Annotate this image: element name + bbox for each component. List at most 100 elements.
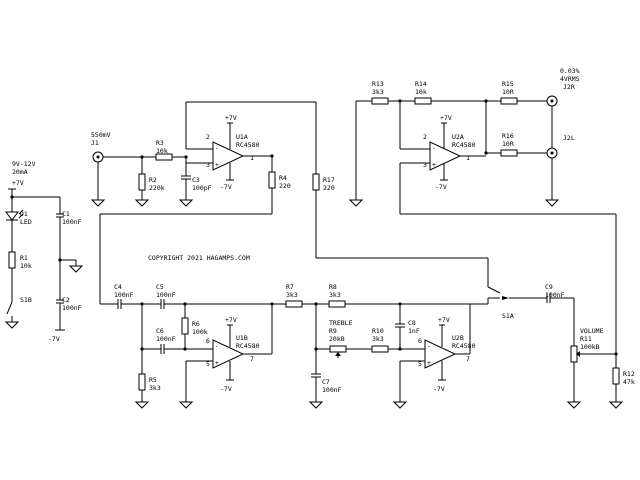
r9-value: 20kB	[329, 335, 345, 343]
r17-value: 220	[323, 184, 335, 192]
u1b-minus: -	[215, 342, 219, 350]
resistor-r16	[500, 149, 518, 157]
resistor-r7	[285, 300, 303, 308]
treble-label: TREBLE	[329, 319, 353, 327]
input-stage: 550mV J1 R2 220k R3 10k C3 100pF - + 2 3	[90, 101, 501, 304]
supply-current-label: 20mA	[12, 168, 28, 176]
u2a-pin-out: 1	[466, 154, 470, 162]
r13-ref: R13	[372, 80, 384, 88]
r15-value: 10R	[502, 88, 514, 96]
volume-label: VOLUME	[580, 327, 604, 335]
treble-stage-u2b: C7 100nF TREBLE R9 20kB R10 3k3 C8 1nF -…	[308, 214, 635, 409]
c6-ref: C6	[156, 327, 164, 335]
resistor-r17	[312, 173, 320, 191]
u2b-minus: -	[427, 342, 431, 350]
r12-ref: R12	[623, 370, 635, 378]
s1b-label: S1B	[20, 296, 32, 304]
u2a-plus: +	[432, 161, 436, 169]
c9-value: 100nF	[545, 291, 565, 299]
output-stage-u2a: R13 3k3 R14 10k - + 2 3 1 U2A RC4580 +7V…	[348, 67, 616, 215]
c8-value: 1nF	[408, 327, 420, 335]
u2b-vcc: +7V	[438, 316, 450, 324]
resistor-r6	[181, 317, 189, 335]
u1b-part: RC4580	[236, 342, 260, 350]
u1b-pin-inv: 6	[206, 337, 210, 345]
r10-ref: R10	[372, 327, 384, 335]
ground-symbol	[608, 401, 624, 409]
u2a-vcc: +7V	[440, 114, 452, 122]
c7-ref: C7	[322, 378, 330, 386]
c9-ref: C9	[545, 283, 553, 291]
r4-ref: R4	[279, 174, 287, 182]
resistor-r13	[371, 97, 389, 105]
ground-symbol	[134, 199, 150, 207]
r16-ref: R16	[502, 132, 514, 140]
resistor-r15	[500, 97, 518, 105]
s1a-label: S1A	[502, 312, 514, 320]
u2b-part: RC4580	[452, 342, 476, 350]
c8-ref: C8	[408, 319, 416, 327]
u1a-vcc: +7V	[225, 114, 237, 122]
ground-symbol	[4, 321, 20, 329]
u2b-ref: U2B	[452, 334, 464, 342]
u2a-minus: -	[432, 144, 436, 152]
u2b-pin-out: 7	[466, 355, 470, 363]
tone-stage-u1b: COPYRIGHT 2021 HAGAMPS.COM C4 100nF R5 3…	[100, 254, 455, 409]
r3-ref: R3	[156, 139, 164, 147]
opamp-u2b	[424, 339, 457, 369]
c4-value: 100nF	[114, 291, 134, 299]
ground-symbol	[68, 265, 84, 273]
j2l-ref: J2L	[563, 134, 575, 142]
ground-symbol	[308, 401, 324, 409]
u2a-pin-noninv: 3	[423, 161, 427, 169]
r6-ref: R6	[192, 320, 200, 328]
c6-value: 100nF	[156, 335, 176, 343]
ground-symbol	[178, 401, 194, 409]
resistor-r1	[8, 251, 16, 269]
u2a-part: RC4580	[452, 141, 476, 149]
resistor-r10	[371, 345, 389, 353]
input-level-label: 550mV	[91, 131, 111, 139]
ground-symbol	[134, 401, 150, 409]
r5-ref: R5	[149, 376, 157, 384]
u1b-plus: +	[215, 359, 219, 367]
switch-s1a-contact	[487, 286, 501, 294]
c5-value: 100nF	[156, 291, 176, 299]
r7-ref: R7	[286, 283, 294, 291]
power-supply-section: 9V-12V 20mA +7V C1 100nF C2 100nF -7V D1…	[4, 160, 84, 343]
r8-ref: R8	[329, 283, 337, 291]
resistor-r5	[138, 373, 146, 391]
resistor-r12	[612, 367, 620, 385]
r16-value: 10R	[502, 140, 514, 148]
j1-ref: J1	[91, 139, 99, 147]
d1-value: LED	[20, 218, 32, 226]
c3-value: 100pF	[192, 184, 212, 192]
r12-value: 47k	[623, 378, 635, 386]
r6-value: 100k	[192, 328, 208, 336]
c5-ref: C5	[156, 283, 164, 291]
u2b-pin-inv: 6	[418, 337, 422, 345]
u2a-ref: U2A	[452, 133, 464, 141]
u1a-pin-noninv: 3	[206, 161, 210, 169]
u1a-pin-inv: 2	[206, 133, 210, 141]
output-level2-label: 4VRMS	[560, 75, 580, 83]
c2-ref: C2	[62, 296, 70, 304]
r1-value: 10k	[20, 262, 32, 270]
resistor-r2	[138, 173, 146, 191]
u1b-pin-noninv: 5	[206, 360, 210, 368]
r2-value: 220k	[149, 184, 165, 192]
supply-rail-label: +7V	[12, 179, 24, 187]
treble-pot-r9[interactable]	[329, 345, 347, 353]
switch-s1a[interactable]	[502, 296, 509, 300]
switch-s1b	[6, 301, 13, 315]
resistor-r8	[328, 300, 346, 308]
ground-symbol	[566, 401, 582, 409]
r3-value: 10k	[156, 147, 168, 155]
led-d1	[5, 211, 19, 221]
j2r-ref: J2R	[563, 83, 575, 91]
r10-value: 3k3	[372, 335, 384, 343]
u1a-minus: -	[215, 144, 219, 152]
d1-ref: D1	[20, 210, 28, 218]
r11-value: 100kB	[580, 343, 600, 351]
